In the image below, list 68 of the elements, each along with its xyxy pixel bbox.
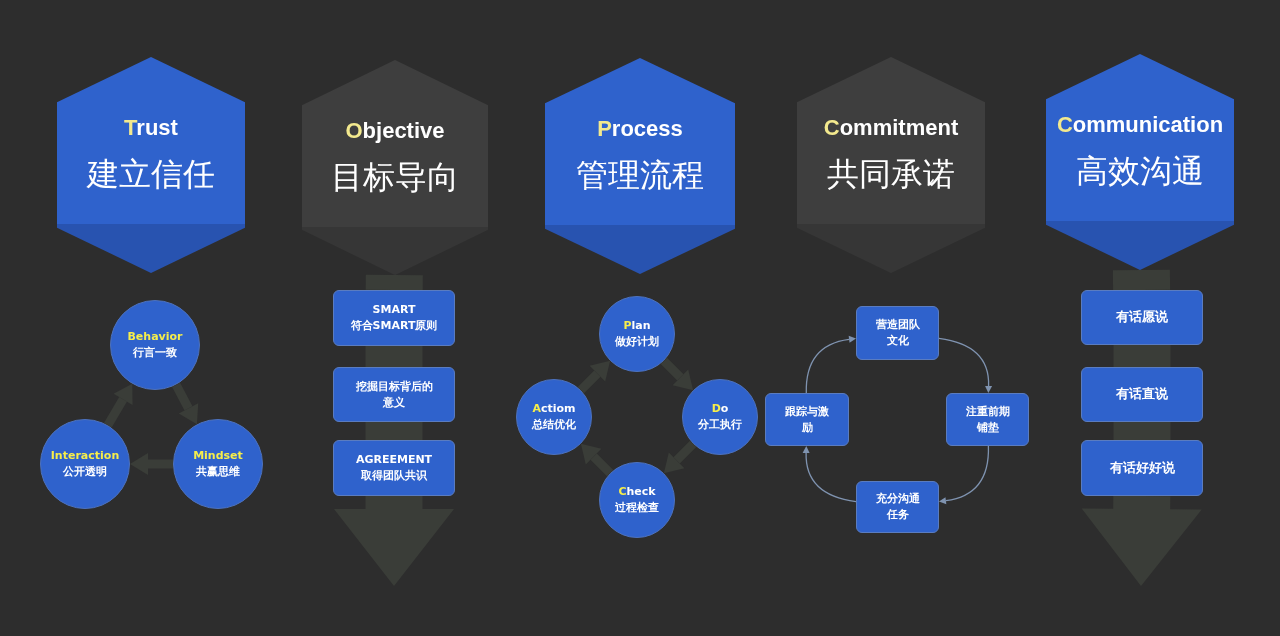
label-text: 取得团队共识 [361,468,427,484]
arrow [172,382,199,425]
curved-arrow [939,445,990,505]
label-text: 行言一致 [133,345,177,361]
label-text: 营造团队文化 [874,317,921,349]
heading-text: Plan [623,318,651,334]
hexagon [1046,54,1234,270]
heading-text: AGREEMENT [355,452,433,468]
label-text: 挖掘目标背后的意义 [354,378,434,411]
heading-text: Trust [124,115,178,141]
arrow [660,357,694,391]
hexagon [545,58,735,274]
curved-arrow [805,335,856,394]
connector-bar [365,274,423,291]
rounded-box [1081,290,1203,345]
arrow [577,360,611,394]
hexagon [57,57,245,273]
rounded-box [333,440,455,496]
heading-text: Do [711,401,729,417]
label-text: 过程检查 [615,500,659,516]
curved-arrow [802,446,857,503]
arrow [103,383,133,428]
label-text: 分工执行 [698,417,742,433]
connector-bar [1112,269,1171,291]
connector-bar [365,422,423,440]
subtitle-text: 建立信任 [87,154,215,195]
arrow [663,440,697,474]
rounded-box [856,481,939,533]
rounded-box [856,306,939,360]
down-arrow [334,496,454,586]
subtitle-text: 高效沟通 [1076,151,1204,192]
label-text: 符合SMART原则 [350,318,438,334]
heading-text: Mindset [193,448,243,464]
subtitle-text: 共同承诺 [827,154,955,195]
label-text: 有话直说 [1115,385,1169,404]
label-text: 有话愿说 [1115,308,1169,327]
heading-text: Behavior [127,329,183,345]
label-text: 做好计划 [615,334,659,350]
heading-text: Interaction [50,448,120,464]
heading-text: Check [618,484,656,500]
connector-bar [1113,345,1171,367]
connector-bar [1113,422,1171,440]
label-text: 公开透明 [63,464,107,480]
arrow [130,453,173,475]
connector-bar [365,346,423,367]
label-text: 充分沟通任务 [874,491,921,523]
label-text: 总结优化 [532,417,576,433]
heading-text: SMART [372,302,416,318]
label-text: 注重前期铺垫 [964,403,1011,436]
heading-text: Communication [1056,112,1224,138]
label-text: 共赢思维 [196,464,240,480]
arrow [580,443,614,477]
rounded-box [333,290,455,346]
heading-text: Actiom [532,401,576,417]
rounded-box [333,367,455,422]
heading-text: Process [597,116,683,142]
subtitle-text: 管理流程 [576,155,704,196]
rounded-box [946,393,1029,446]
label-text: 跟踪与激励 [785,403,829,436]
rounded-box [1081,440,1203,496]
curved-arrow [938,337,993,393]
rounded-box [1081,367,1203,422]
down-arrow [1081,495,1202,586]
heading-text: Objective [345,118,445,144]
heading-text: Commitment [823,115,959,141]
label-text: 有话好好说 [1108,458,1176,477]
subtitle-text: 目标导向 [331,157,459,198]
rounded-box [765,393,849,446]
